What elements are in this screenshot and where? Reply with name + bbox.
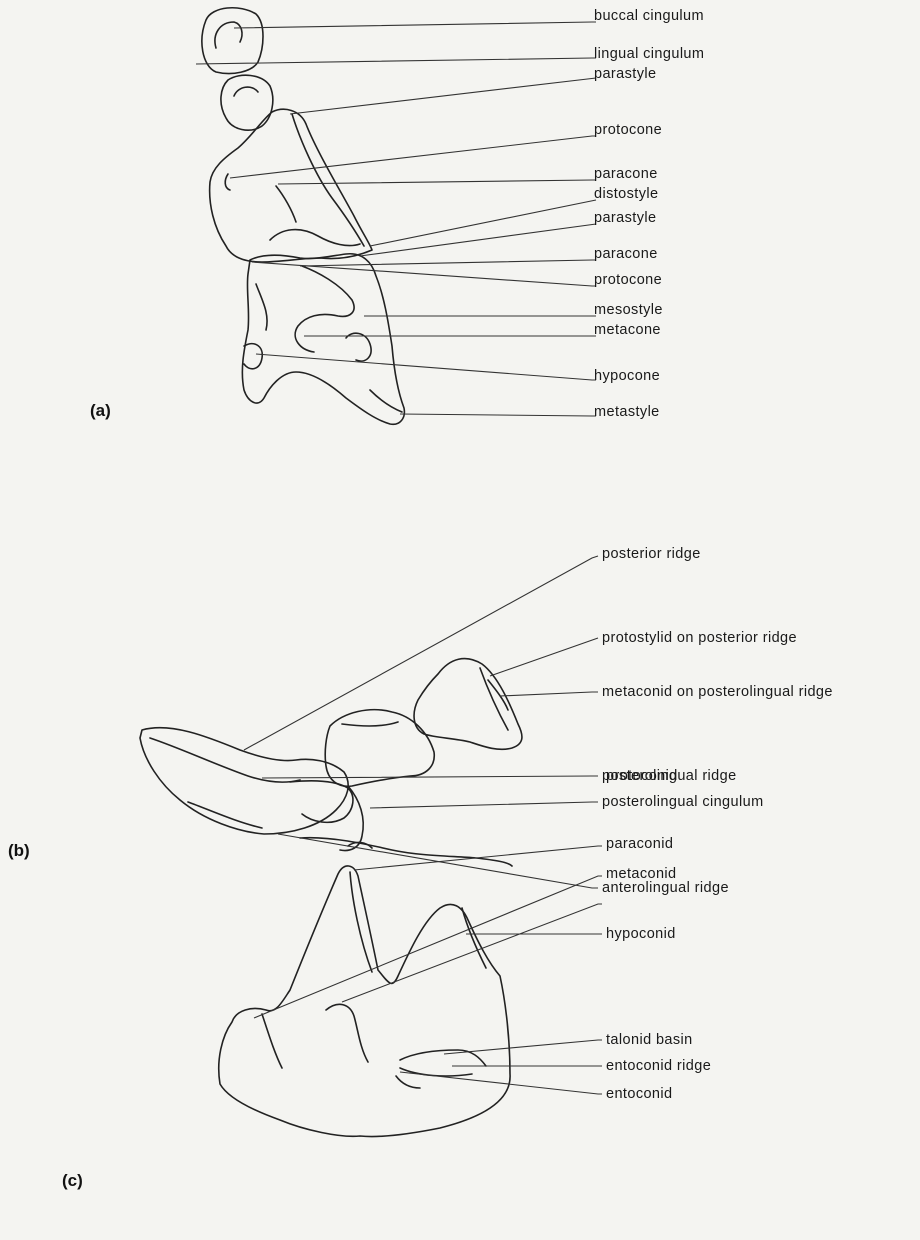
leader-metaconid-c	[342, 904, 602, 1002]
second-molar-lobe	[270, 230, 360, 246]
label-buccal-cingulum: buccal cingulum	[594, 8, 704, 24]
label-lingual-cingulum: lingual cingulum	[594, 46, 704, 62]
leader-protostylid	[490, 638, 598, 676]
panel-label-c: (c)	[62, 1171, 83, 1190]
figure-b-lower-molar-oblique	[140, 659, 522, 866]
protocone-cusp-a	[225, 174, 230, 190]
lingual-cingulum-outline	[221, 75, 273, 130]
entoconid-base	[396, 1076, 420, 1088]
label-hypoconid: hypoconid	[606, 926, 676, 942]
label-protocone-a2: protocone	[594, 272, 662, 288]
leader-posterolingual-cingulum	[370, 802, 598, 808]
label-talonid-basin: talonid basin	[606, 1032, 693, 1048]
label-entoconid-ridge: entoconid ridge	[606, 1058, 711, 1074]
leader-metastyle	[400, 414, 596, 416]
leader-buccal-cingulum	[234, 22, 596, 28]
talonid-basin-curve	[400, 1050, 486, 1066]
label-distostyle: distostyle	[594, 186, 658, 202]
label-paracone-a1: paracone	[594, 166, 658, 182]
leader-posterolingual-ridge	[262, 776, 598, 778]
leader-protocone-a1	[230, 136, 596, 178]
leader-posterior-ridge	[244, 556, 598, 750]
protostylid-cusp-outline	[325, 710, 434, 787]
mesostyle-fold	[295, 266, 354, 352]
figure-c-leaders	[254, 846, 602, 1094]
lingual-cingulum-inner-cusp	[234, 87, 258, 96]
label-hypocone: hypocone	[594, 368, 660, 384]
label-metaconid-c: metaconid	[606, 866, 677, 882]
label-paracone-a2: paracone	[594, 246, 658, 262]
first-molar-outline	[210, 109, 372, 262]
figure-c-lower-molar-lingual	[219, 866, 510, 1137]
panel-label-a: (a)	[90, 401, 111, 420]
entoconid-fold	[400, 1068, 472, 1076]
leader-lingual-cingulum	[196, 58, 596, 64]
label-anterolingual-ridge: anterolingual ridge	[602, 880, 729, 896]
leader-paracone-a1	[278, 180, 596, 184]
label-protostylid: protostylid on posterior ridge	[602, 630, 797, 646]
figure-a-upper-molars	[202, 8, 404, 425]
hypocone-fold	[244, 344, 262, 369]
paraconid-fold	[262, 1014, 282, 1068]
leader-entoconid	[400, 1072, 602, 1094]
leader-paraconid	[254, 876, 602, 1018]
label-metacone: metacone	[594, 322, 661, 338]
leader-parastyle-a2	[360, 224, 596, 256]
label-parastyle-a2: parastyle	[594, 210, 656, 226]
label-paraconid: paraconid	[606, 836, 673, 852]
label-metaconid-posterolingual: metaconid on posterolingual ridge	[602, 684, 833, 700]
label-metastyle: metastyle	[594, 404, 660, 420]
leader-parastyle-a1	[290, 78, 596, 114]
figure-b-labels: posterior ridge protostylid on posterior…	[8, 546, 833, 896]
leader-metaconid-b	[500, 692, 598, 696]
figure-a-leaders	[196, 22, 596, 416]
label-posterior-ridge: posterior ridge	[602, 546, 701, 562]
metacone-fold	[346, 333, 371, 361]
panel-label-b: (b)	[8, 841, 30, 860]
figure-b-leaders	[244, 556, 598, 888]
label-entoconid: entoconid	[606, 1086, 673, 1102]
label-mesostyle: mesostyle	[594, 302, 663, 318]
leader-anterolingual-ridge	[278, 834, 598, 888]
leader-protocone-a2	[252, 262, 596, 286]
label-protoconid: protoconid	[606, 768, 678, 784]
figure-a-labels: buccal cingulum lingual cingulum parasty…	[90, 8, 704, 420]
blade-lower-ridge	[188, 802, 262, 828]
hypoconid-crest	[462, 908, 486, 968]
metastyle-tip	[370, 390, 402, 412]
molar-c-outline	[219, 866, 510, 1137]
leader-talonid-basin	[444, 1040, 602, 1054]
leader-hypocone	[256, 354, 596, 380]
label-protocone-a1: protocone	[594, 122, 662, 138]
label-parastyle-a1: parastyle	[594, 66, 656, 82]
root-ridge	[300, 838, 512, 866]
buccal-cingulum-inner-cusp	[215, 22, 242, 48]
protostylid-inner	[342, 722, 398, 726]
paracone-ridge-a	[276, 186, 296, 222]
metaconid-fold	[326, 1004, 368, 1062]
leader-paracone-a2	[300, 260, 596, 266]
first-molar-crest	[292, 114, 364, 246]
label-posterolingual-cingulum: posterolingual cingulum	[602, 794, 764, 810]
second-molar-fold	[256, 284, 267, 330]
